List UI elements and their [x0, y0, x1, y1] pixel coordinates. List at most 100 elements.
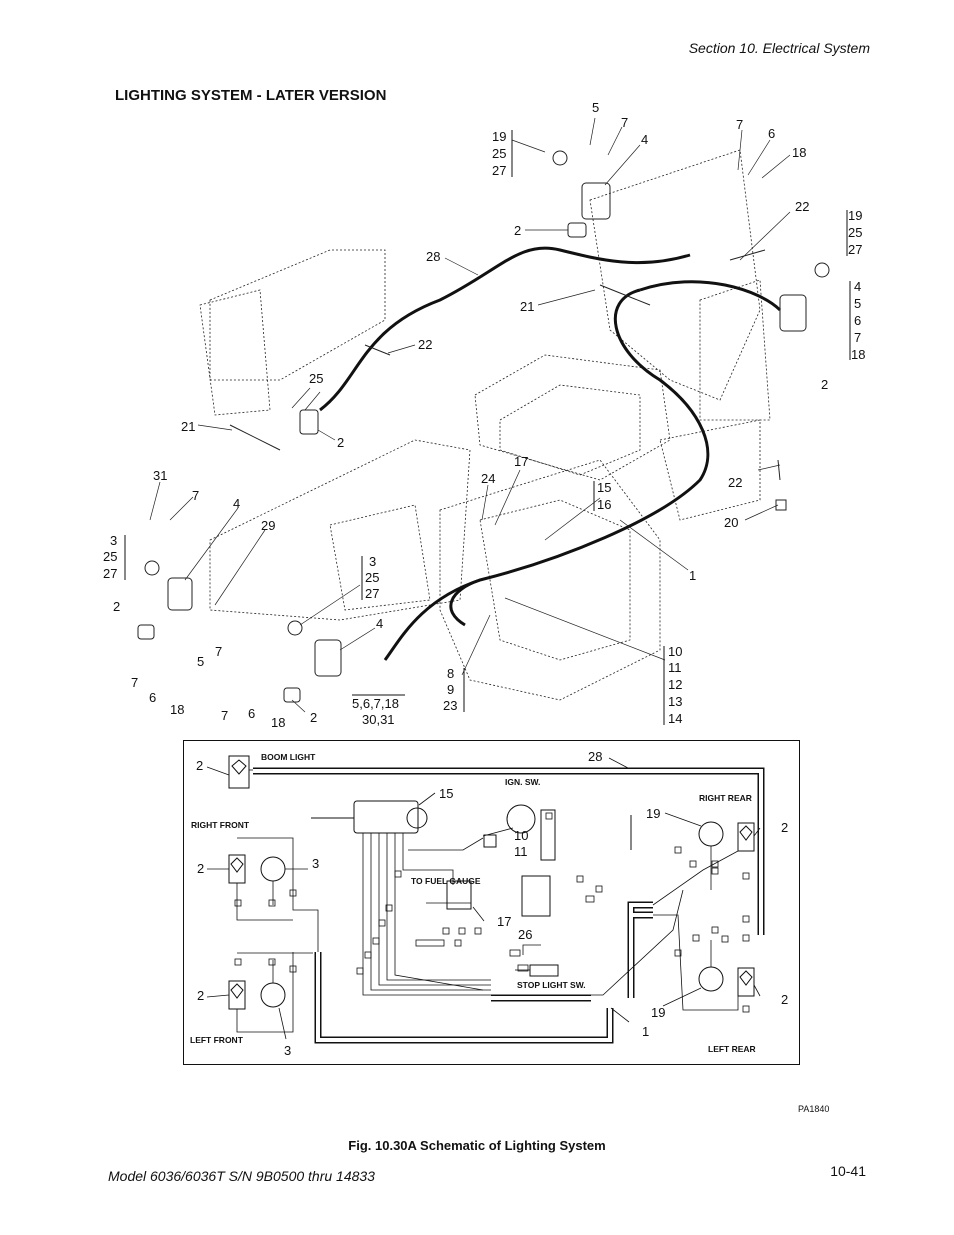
svg-text:19: 19 [492, 129, 506, 144]
leader-lines [149, 117, 791, 713]
svg-text:25: 25 [848, 225, 862, 240]
schematic-border [183, 740, 800, 1065]
svg-text:2: 2 [781, 820, 788, 835]
svg-text:6: 6 [248, 706, 255, 721]
svg-text:2: 2 [821, 377, 828, 392]
svg-text:25: 25 [309, 371, 323, 386]
svg-text:14: 14 [668, 711, 682, 726]
svg-text:13: 13 [668, 694, 682, 709]
wires [236, 769, 739, 1033]
svg-text:4: 4 [854, 279, 861, 294]
schematic-labels: BOOM LIGHT IGN. SW. RIGHT REAR RIGHT FRO… [190, 752, 756, 1054]
svg-text:LEFT REAR: LEFT REAR [708, 1044, 756, 1054]
svg-text:22: 22 [418, 337, 432, 352]
svg-text:7: 7 [854, 330, 861, 345]
svg-text:27: 27 [103, 566, 117, 581]
svg-text:28: 28 [588, 749, 602, 764]
svg-text:5: 5 [592, 100, 599, 115]
svg-text:2: 2 [196, 758, 203, 773]
svg-text:18: 18 [271, 715, 285, 730]
svg-text:2: 2 [337, 435, 344, 450]
svg-text:10: 10 [668, 644, 682, 659]
svg-text:4: 4 [641, 132, 648, 147]
svg-text:3: 3 [110, 533, 117, 548]
svg-text:8: 8 [447, 666, 454, 681]
svg-text:31: 31 [153, 468, 167, 483]
harness-trunks-inner [253, 769, 763, 1042]
schematic-leaders [206, 757, 761, 1040]
svg-text:19: 19 [848, 208, 862, 223]
lamps-and-switches [228, 755, 755, 1010]
svg-text:27: 27 [365, 586, 379, 601]
svg-text:2: 2 [197, 988, 204, 1003]
svg-text:21: 21 [520, 299, 534, 314]
svg-text:1: 1 [689, 568, 696, 583]
illustration-callouts: 5 7 4 19 25 27 7 6 18 2 22 19 25 27 28 2… [103, 100, 865, 730]
svg-text:25: 25 [365, 570, 379, 585]
svg-text:STOP LIGHT SW.: STOP LIGHT SW. [517, 980, 586, 990]
svg-text:7: 7 [621, 115, 628, 130]
svg-text:19: 19 [646, 806, 660, 821]
svg-text:2: 2 [781, 992, 788, 1007]
svg-text:7: 7 [215, 644, 222, 659]
svg-text:30,31: 30,31 [362, 712, 395, 727]
svg-text:LEFT FRONT: LEFT FRONT [190, 1035, 244, 1045]
svg-text:23: 23 [443, 698, 457, 713]
svg-text:19: 19 [651, 1005, 665, 1020]
svg-text:12: 12 [668, 677, 682, 692]
svg-text:3: 3 [369, 554, 376, 569]
svg-text:18: 18 [792, 145, 806, 160]
page-number: 10-41 [830, 1163, 866, 1179]
svg-text:TO FUEL GAUGE: TO FUEL GAUGE [411, 876, 481, 886]
svg-text:3: 3 [284, 1043, 291, 1058]
exploded-illustration: 5 7 4 19 25 27 7 6 18 2 22 19 25 27 28 2… [103, 100, 865, 730]
svg-text:IGN. SW.: IGN. SW. [505, 777, 540, 787]
wiring-schematic: BOOM LIGHT IGN. SW. RIGHT REAR RIGHT FRO… [183, 740, 800, 1065]
svg-text:4: 4 [376, 616, 383, 631]
svg-text:15: 15 [597, 480, 611, 495]
svg-text:22: 22 [795, 199, 809, 214]
svg-text:3: 3 [312, 856, 319, 871]
svg-text:21: 21 [181, 419, 195, 434]
svg-text:20: 20 [724, 515, 738, 530]
svg-text:7: 7 [221, 708, 228, 723]
svg-text:16: 16 [597, 497, 611, 512]
svg-text:27: 27 [848, 242, 862, 257]
svg-text:6: 6 [854, 313, 861, 328]
figure-caption: Fig. 10.30A Schematic of Lighting System [348, 1138, 606, 1153]
svg-text:10: 10 [514, 828, 528, 843]
svg-text:5,6,7,18: 5,6,7,18 [352, 696, 399, 711]
svg-text:RIGHT REAR: RIGHT REAR [699, 793, 752, 803]
svg-text:2: 2 [514, 223, 521, 238]
svg-text:15: 15 [439, 786, 453, 801]
svg-text:1: 1 [642, 1024, 649, 1039]
svg-text:22: 22 [728, 475, 742, 490]
svg-text:25: 25 [492, 146, 506, 161]
svg-text:2: 2 [310, 710, 317, 725]
svg-text:11: 11 [514, 844, 528, 859]
svg-text:26: 26 [518, 927, 532, 942]
svg-text:25: 25 [103, 549, 117, 564]
svg-text:9: 9 [447, 682, 454, 697]
page-title: LIGHTING SYSTEM - LATER VERSION [115, 87, 387, 104]
svg-text:5: 5 [854, 296, 861, 311]
svg-text:27: 27 [492, 163, 506, 178]
svg-text:7: 7 [192, 488, 199, 503]
connector-boxes [234, 812, 750, 1013]
callout-brackets [124, 130, 851, 725]
image-code: PA1840 [798, 1104, 830, 1114]
svg-text:28: 28 [426, 249, 440, 264]
svg-text:29: 29 [261, 518, 275, 533]
svg-text:6: 6 [768, 126, 775, 141]
section-header: Section 10. Electrical System [688, 40, 870, 56]
svg-text:4: 4 [233, 496, 240, 511]
svg-text:5: 5 [197, 654, 204, 669]
lamp-assemblies [137, 150, 830, 703]
svg-text:18: 18 [170, 702, 184, 717]
svg-text:RIGHT FRONT: RIGHT FRONT [191, 820, 250, 830]
footer-model: Model 6036/6036T S/N 9B0500 thru 14833 [108, 1168, 375, 1184]
main-harness [319, 246, 782, 661]
svg-text:6: 6 [149, 690, 156, 705]
svg-text:17: 17 [514, 454, 528, 469]
svg-text:7: 7 [736, 117, 743, 132]
